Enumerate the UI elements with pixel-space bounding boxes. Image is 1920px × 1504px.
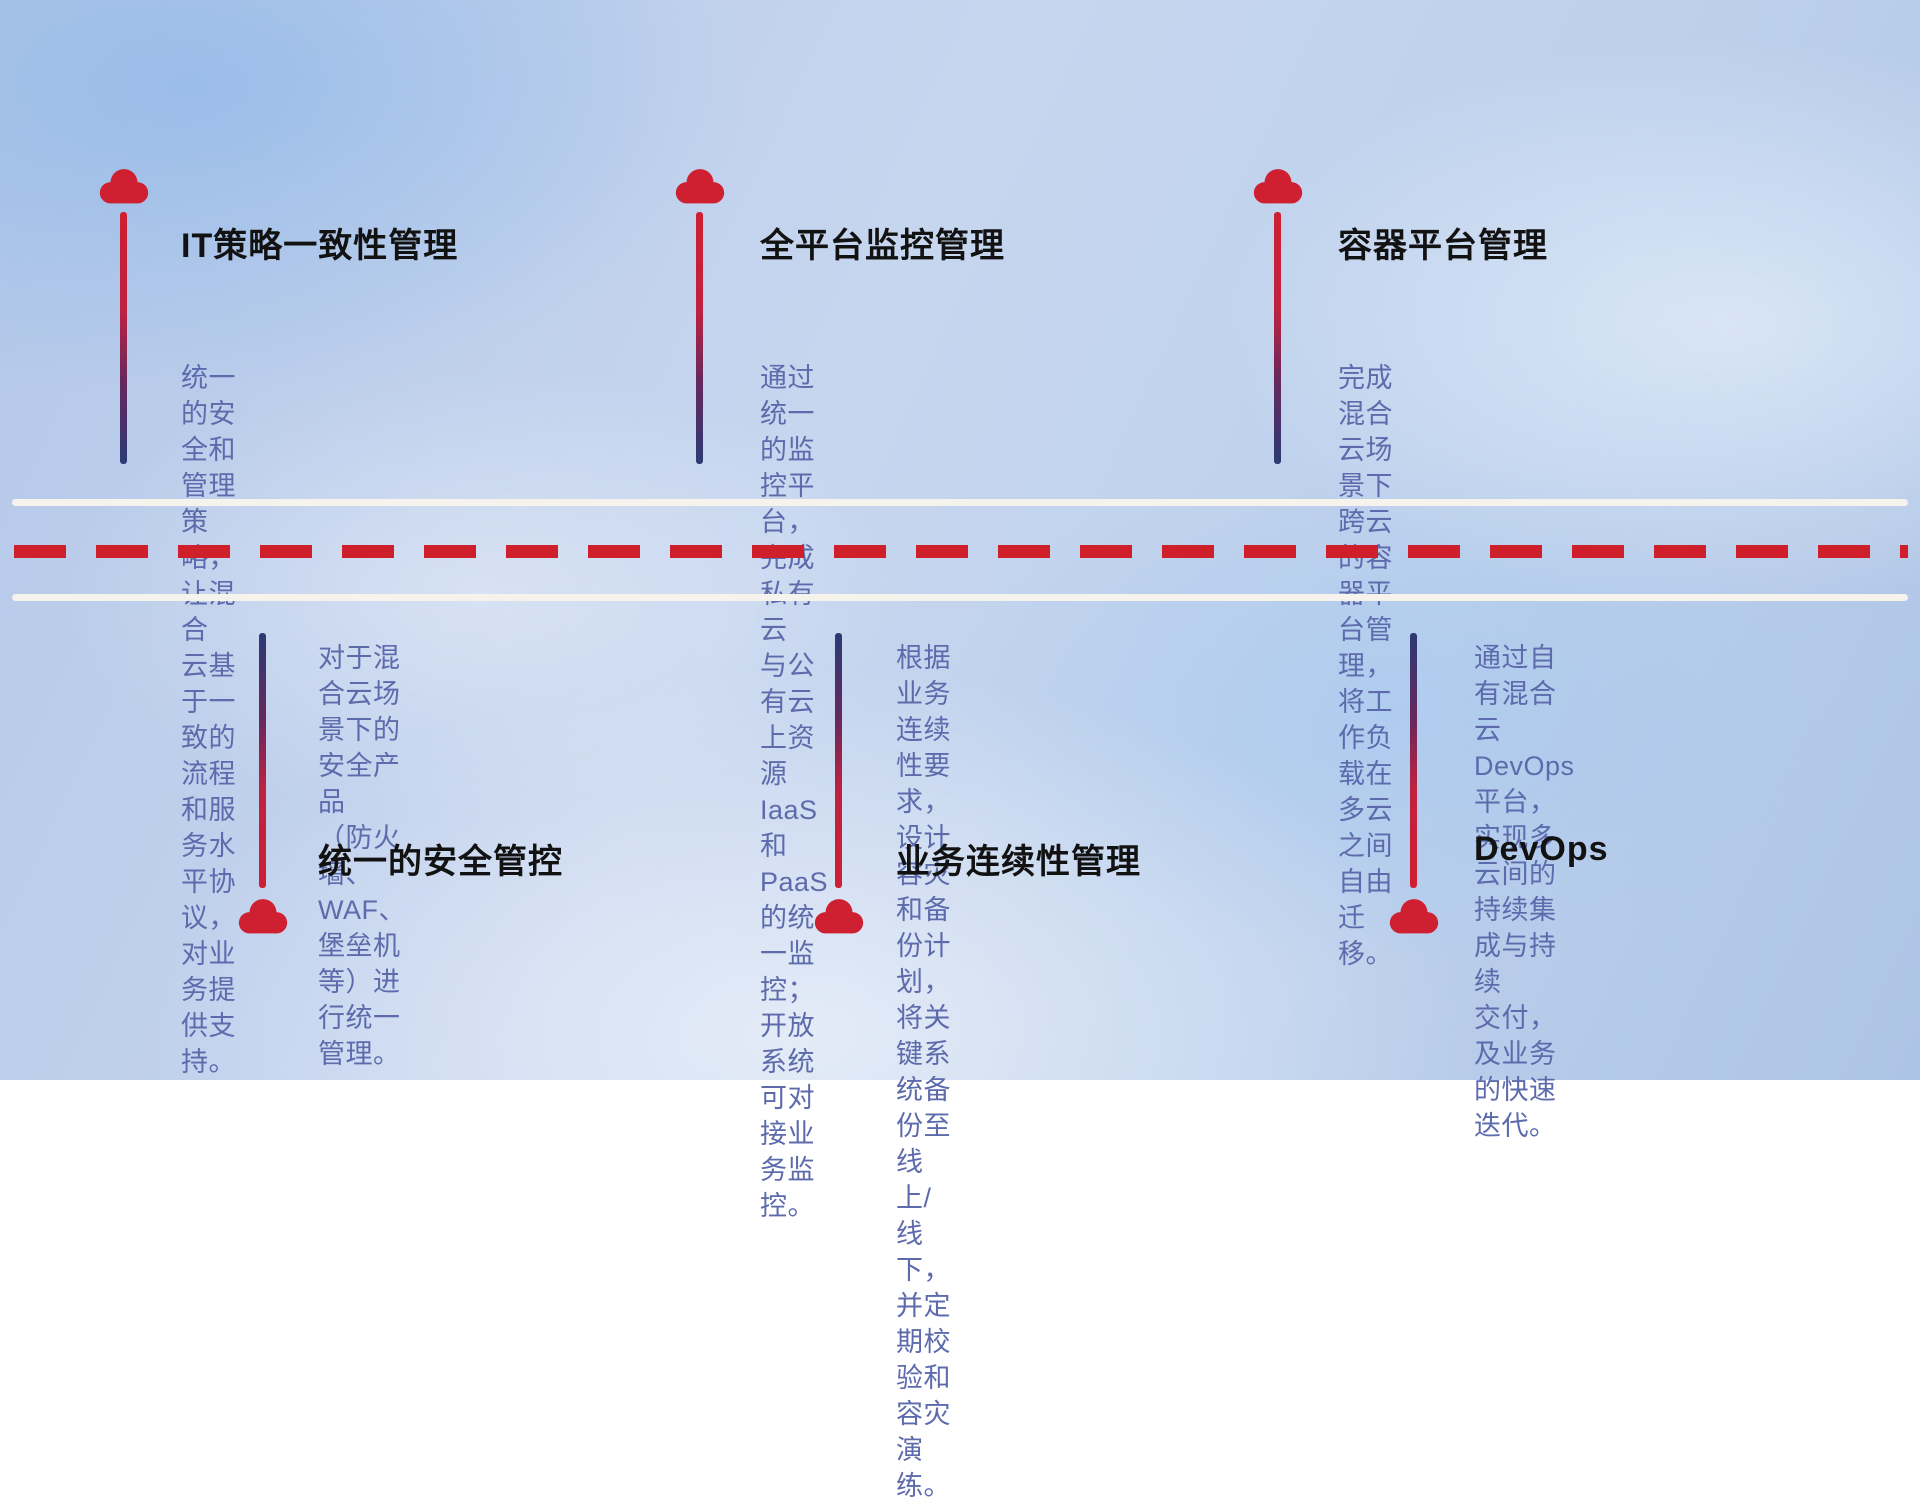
cloud-icon: [99, 169, 149, 204]
cloud-icon: [238, 899, 288, 934]
capability-title: 全平台监控管理: [760, 227, 1005, 265]
capability-title: 统一的安全管控: [318, 843, 563, 881]
capability-title: 容器平台管理: [1338, 227, 1548, 265]
connector-line: [696, 212, 703, 464]
capability-title: IT策略一致性管理: [181, 227, 459, 265]
capability-description: 通过统一的监控平台，完成私有云 与公有云上资源IaaS和PaaS的统 一监控；开…: [760, 363, 829, 1221]
cloud-icon: [814, 899, 864, 934]
cloud-icon: [1253, 169, 1303, 204]
road-edge-line-top: [12, 499, 1908, 506]
connector-line: [259, 633, 266, 888]
capability-description: 对于混合云场景下的安全产品 （防火墙、WAF、堡垒机等）进 行统一管理。: [318, 643, 406, 1069]
connector-line: [1410, 633, 1417, 888]
capability-description: 根据业务连续性要求，设计容灾 和备份计划，将关键系统备份至 线上/线下，并定期校…: [896, 643, 951, 1501]
capability-title: 业务连续性管理: [896, 843, 1141, 881]
connector-line: [1274, 212, 1281, 464]
connector-line: [835, 633, 842, 888]
capability-description: 完成混合云场景下跨云的容器平 台管理，将工作负载在多云之间 自由迁移。: [1338, 363, 1393, 969]
capability-title: DevOps: [1474, 830, 1609, 868]
cloud-icon: [1389, 899, 1439, 934]
capability-description: 统一的安全和管理策略，让混合 云基于一致的流程和服务水平协 议，对业务提供支持。: [181, 363, 236, 1077]
road-dashed-line: [14, 545, 1908, 558]
capability-description: 通过自有混合云DevOps平台， 实现多云间的持续集成与持续 交付，及业务的快速…: [1474, 643, 1575, 1141]
road-edge-line-bottom: [12, 594, 1908, 601]
connector-line: [120, 212, 127, 464]
cloud-icon: [675, 169, 725, 204]
